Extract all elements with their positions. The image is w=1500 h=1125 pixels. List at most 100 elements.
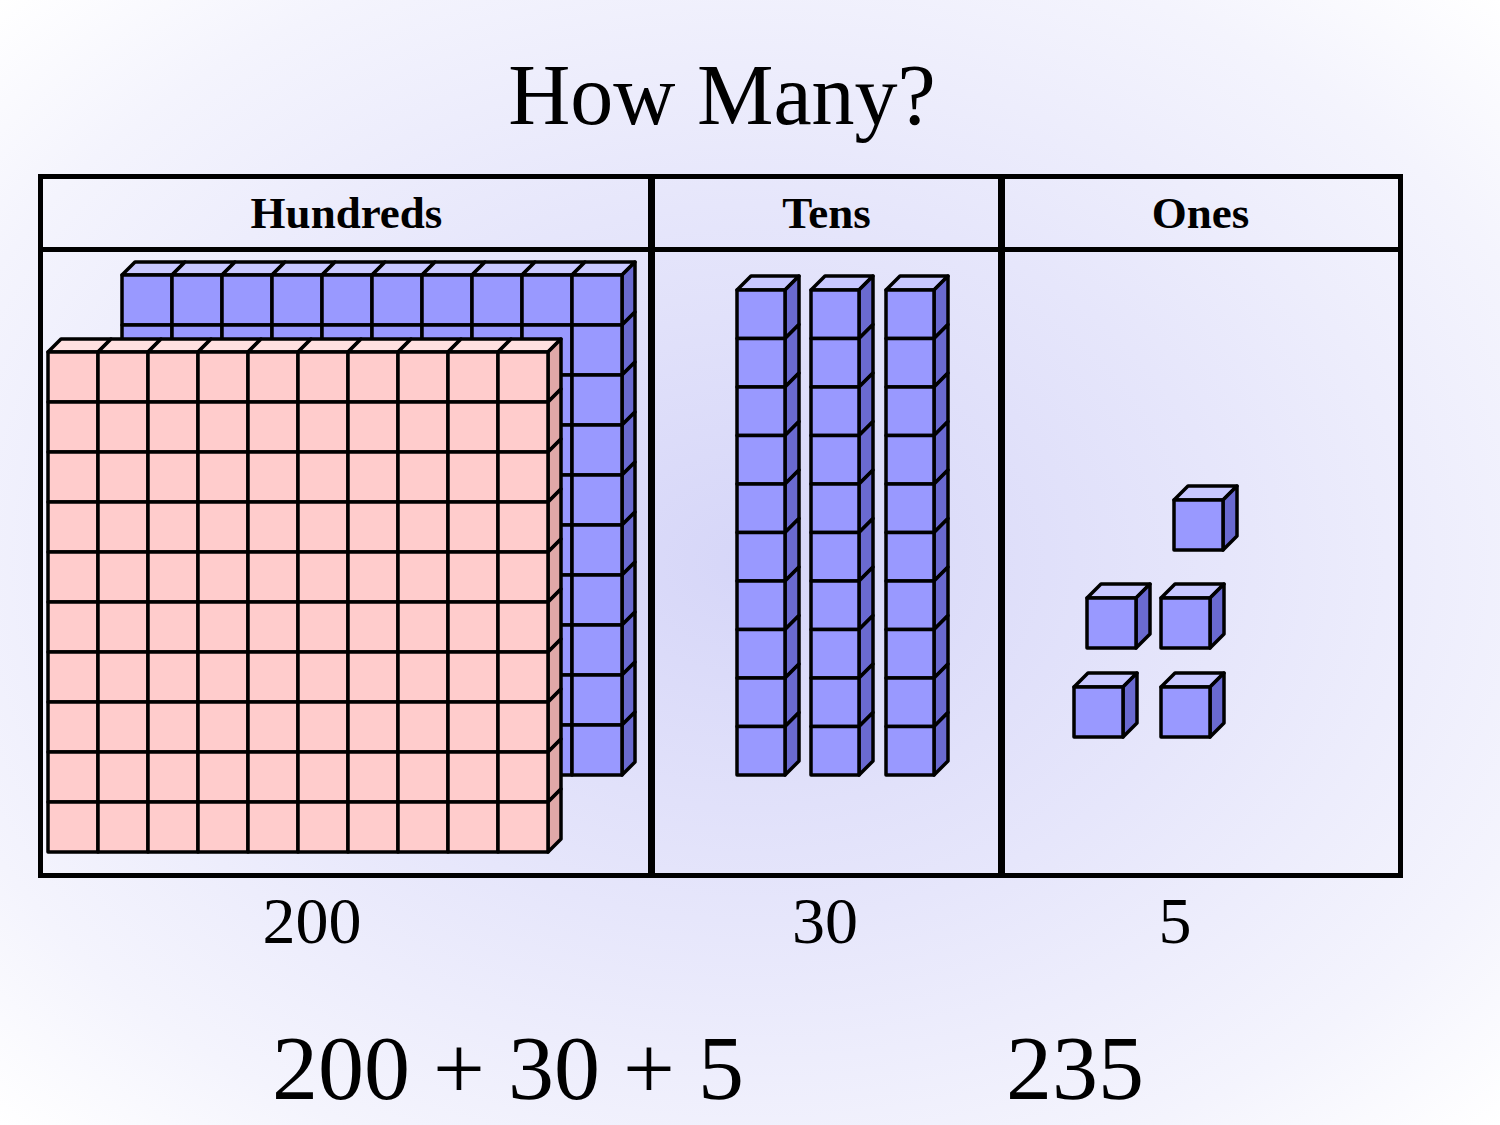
hundred-flat-face	[348, 452, 398, 502]
hundred-flat-face	[498, 702, 548, 752]
hundred-flat-face	[198, 552, 248, 602]
hundred-flat-face	[148, 502, 198, 552]
hundred-flat-face	[98, 802, 148, 852]
hundred-flat-face	[398, 502, 448, 552]
ten-rod-face	[737, 678, 785, 727]
hundred-flat-face	[522, 275, 572, 325]
hundred-flat-face	[48, 402, 98, 452]
hundred-flat-face	[98, 502, 148, 552]
hundred-flat-face	[48, 752, 98, 802]
hundred-flat-face	[298, 352, 348, 402]
one-cube-face	[1161, 687, 1210, 737]
hundred-flat-face	[498, 352, 548, 402]
hundred-flat-face	[448, 402, 498, 452]
hundred-flat-face	[448, 702, 498, 752]
hundred-flat-face	[572, 425, 622, 475]
hundred-flat-face	[248, 652, 298, 702]
hundred-flat-face	[572, 275, 622, 325]
hundred-flat-face	[198, 402, 248, 452]
hundred-flat-face	[298, 752, 348, 802]
hundred-flat-face	[248, 702, 298, 752]
hundred-flat-face	[398, 402, 448, 452]
hundred-flat-face	[148, 802, 198, 852]
hundred-flat-face	[398, 352, 448, 402]
hundred-flat-face	[322, 275, 372, 325]
column-heading: Ones	[1003, 179, 1398, 252]
hundred-flat-face	[348, 502, 398, 552]
one-cube-face	[1074, 687, 1123, 737]
hundred-flat-face	[98, 602, 148, 652]
hundred-flat-face	[348, 552, 398, 602]
one-cube-face	[1161, 598, 1210, 648]
ten-rod-face	[811, 630, 859, 679]
hundred-flat-face	[248, 602, 298, 652]
ten-rod-side	[859, 713, 873, 776]
hundred-flat-face	[198, 752, 248, 802]
hundred-flat-face	[298, 802, 348, 852]
hundred-flat-face	[572, 675, 622, 725]
hundred-flat-face	[398, 652, 448, 702]
hundred-flat-face	[422, 275, 472, 325]
hundred-flat-face	[448, 802, 498, 852]
hundred-flat-face	[572, 325, 622, 375]
hundred-flat-face	[298, 502, 348, 552]
hundred-flat-face	[222, 275, 272, 325]
hundred-flat-face	[248, 802, 298, 852]
ten-rod-face	[886, 387, 934, 436]
place-value-column: Tens	[648, 174, 1005, 878]
hundred-flat-face	[298, 402, 348, 452]
place-value-column: Hundreds	[38, 174, 655, 878]
one-cube-side	[1210, 673, 1224, 737]
hundred-flat-face	[398, 802, 448, 852]
hundred-flat-face	[498, 802, 548, 852]
one-cube-face	[1087, 598, 1136, 648]
hundred-flat-face	[572, 725, 622, 775]
hundred-flat-face	[98, 652, 148, 702]
hundred-flat-face	[48, 352, 98, 402]
hundred-flat-face	[148, 352, 198, 402]
hundred-flat-face	[248, 552, 298, 602]
hundred-flat-face	[448, 602, 498, 652]
hundred-flat-face	[498, 552, 548, 602]
hundred-flat-face	[148, 402, 198, 452]
ten-rod-face	[886, 678, 934, 727]
hundred-flat-face	[498, 502, 548, 552]
hundred-flat-face	[348, 652, 398, 702]
hundred-flat-face	[498, 402, 548, 452]
ten-rod-face	[886, 727, 934, 776]
hundred-flat-face	[448, 552, 498, 602]
hundred-flat-face	[572, 625, 622, 675]
ten-rod-side	[934, 713, 948, 776]
one-cube-face	[1174, 500, 1223, 550]
ten-rod-face	[886, 484, 934, 533]
hundred-flat-face	[498, 752, 548, 802]
ten-rod-face	[737, 436, 785, 485]
ten-rod-face	[737, 339, 785, 388]
title: How Many?	[508, 52, 936, 138]
hundred-flat-face	[98, 702, 148, 752]
hundred-flat-face	[48, 502, 98, 552]
ten-rod-face	[737, 533, 785, 582]
place-value-number: 30	[792, 888, 858, 954]
hundred-flat-face	[198, 802, 248, 852]
one-cube-side	[1210, 584, 1224, 648]
hundred-flat-face	[198, 652, 248, 702]
hundred-flat-face	[172, 275, 222, 325]
hundred-flat-face	[98, 452, 148, 502]
hundred-flat-face	[248, 402, 298, 452]
hundred-flat-face	[348, 402, 398, 452]
hundred-flat-face	[448, 352, 498, 402]
ten-rod-face	[737, 727, 785, 776]
ten-rod-face	[737, 581, 785, 630]
hundred-flat-face	[48, 552, 98, 602]
hundred-flat-face	[498, 602, 548, 652]
hundred-flat-face	[348, 702, 398, 752]
ten-rod-face	[811, 339, 859, 388]
hundred-flat-face	[198, 502, 248, 552]
hundred-flat-face	[148, 602, 198, 652]
hundred-flat-face	[398, 552, 448, 602]
ten-rod-face	[737, 630, 785, 679]
hundred-flat-face	[98, 352, 148, 402]
place-value-number: 200	[263, 888, 362, 954]
